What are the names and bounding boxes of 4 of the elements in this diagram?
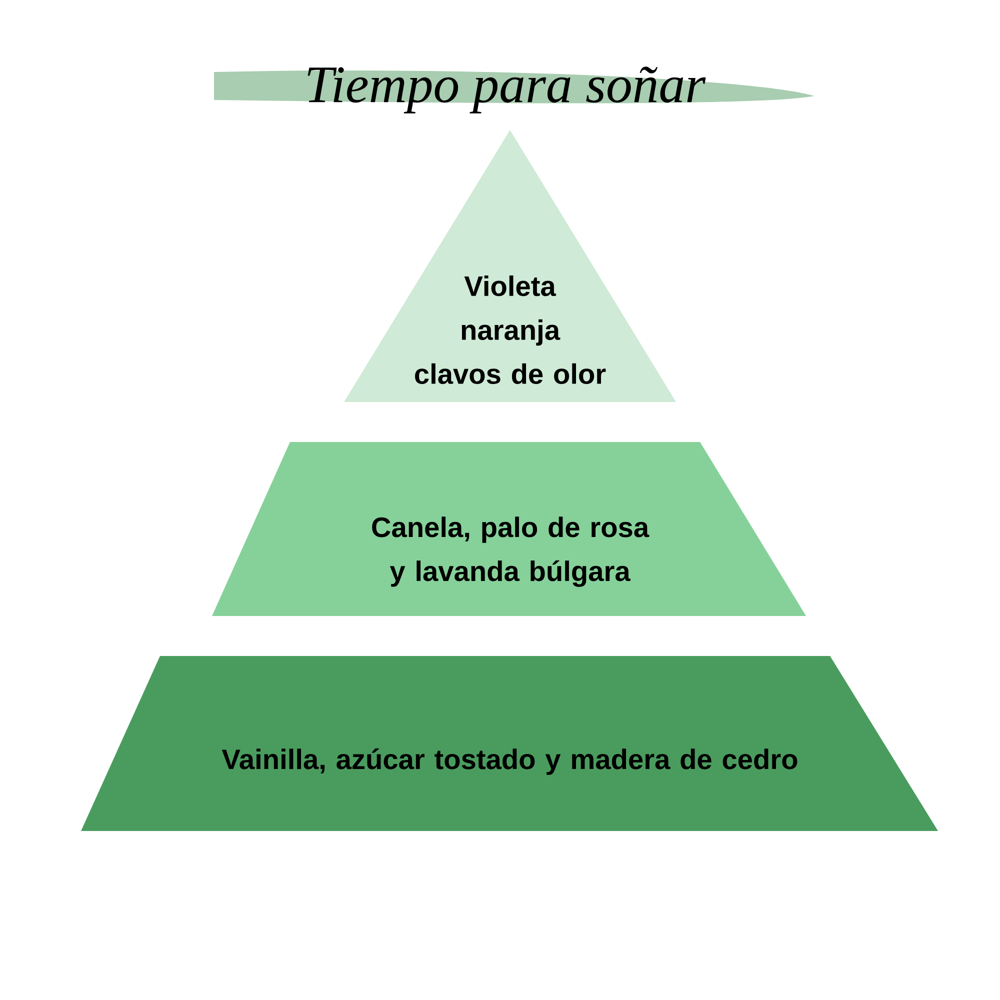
pyramid-level: Vainilla, azúcar tostado y madera de cedro [81,656,938,831]
title: Tiempo para soñar [214,66,814,114]
pyramid-level: Canela, palo de rosa y lavanda búlgara [212,442,806,616]
pyramid-level: Violeta naranja clavos de olor [344,130,676,402]
